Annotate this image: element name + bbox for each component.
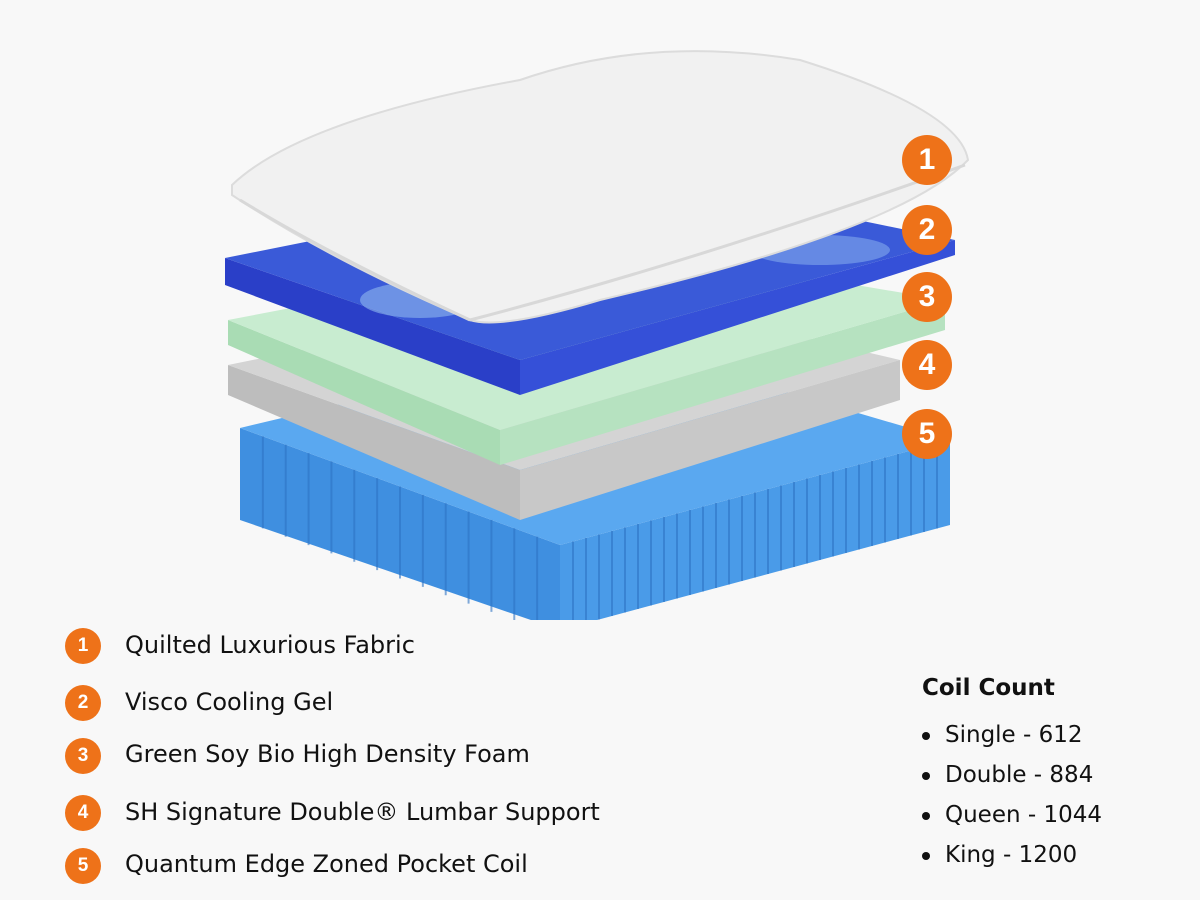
legend-2-label: Visco Cooling Gel	[125, 688, 334, 716]
legend-5-badge: 5	[65, 848, 101, 884]
quilted-fabric-layer	[231, 50, 970, 324]
legend-2-badge: 2	[65, 685, 101, 721]
layer-2-badge: 2	[902, 205, 952, 255]
layer-3-badge: 3	[902, 272, 952, 322]
legend-4-label: SH Signature Double® Lumbar Support	[125, 798, 600, 826]
layer-1-badge: 1	[902, 135, 952, 185]
coil-count-item: Single - 612	[922, 718, 1102, 758]
legend-1-label: Quilted Luxurious Fabric	[125, 631, 415, 659]
layer-5-badge: 5	[902, 409, 952, 459]
layer-4-badge: 4	[902, 340, 952, 390]
coil-count-item: King - 1200	[922, 838, 1102, 878]
legend-4-badge: 4	[65, 795, 101, 831]
coil-count-item: Queen - 1044	[922, 798, 1102, 838]
legend-3-label: Green Soy Bio High Density Foam	[125, 740, 530, 768]
legend-1-badge: 1	[65, 628, 101, 664]
legend-5-label: Quantum Edge Zoned Pocket Coil	[125, 850, 528, 878]
legend-3-badge: 3	[65, 738, 101, 774]
coil-count-list: Single - 612 Double - 884 Queen - 1044 K…	[922, 718, 1102, 878]
coil-count-item: Double - 884	[922, 758, 1102, 798]
mattress-layers-illustration	[225, 50, 970, 620]
coil-count-title: Coil Count	[922, 675, 1055, 701]
